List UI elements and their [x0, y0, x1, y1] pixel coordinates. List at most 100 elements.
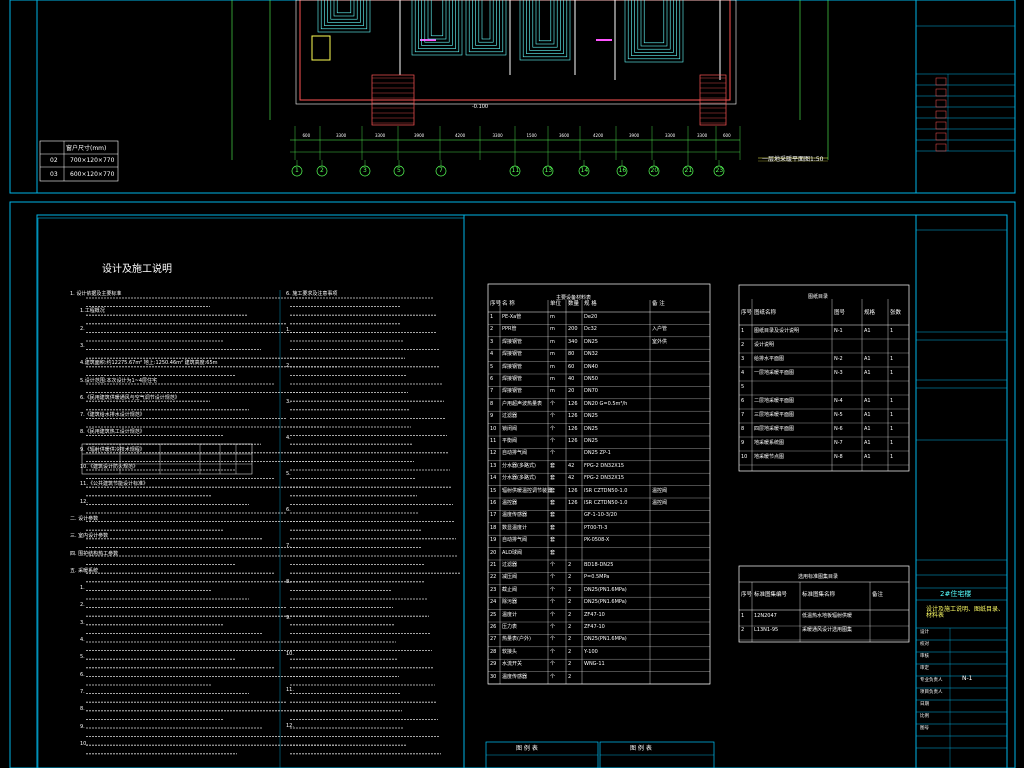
drawing-list-header-cell: 图纸名称	[754, 310, 777, 316]
materials-cell: 27	[490, 636, 497, 643]
materials-cell: Y-100	[584, 648, 598, 655]
drawing-list-cell: 1	[741, 328, 745, 334]
materials-cell: 个	[550, 562, 556, 568]
title-block-field: 项目负责人	[920, 690, 943, 695]
axis-label: 5	[397, 167, 401, 174]
materials-cell: 200	[568, 326, 578, 333]
materials-cell: 42	[568, 462, 575, 469]
coil-loop	[519, 0, 571, 61]
note-line: 1.	[80, 585, 85, 592]
note-line: 四. 围护结构热工参数	[70, 550, 119, 557]
standard-header-cell: 序号	[741, 592, 753, 598]
materials-cell: GF-1-10-3/20	[584, 512, 617, 519]
materials-cell: 温控阀	[652, 500, 668, 506]
materials-cell: 126	[568, 400, 578, 407]
coil-loop	[637, 0, 671, 50]
materials-cell: 辐射供暖温控调节装置	[502, 487, 553, 494]
window-row-no: 02	[50, 157, 58, 164]
materials-cell: 13	[490, 462, 497, 469]
materials-cell: 1	[490, 314, 494, 320]
note-line: 6.	[286, 507, 291, 513]
coil-loop	[634, 0, 674, 53]
title-block-stamp	[935, 132, 947, 141]
drawing-list-cell: A1	[864, 398, 871, 404]
coil-loop	[529, 0, 561, 51]
materials-cell: 22	[490, 574, 497, 581]
materials-cell: 个	[550, 624, 556, 630]
materials-cell: 2	[568, 673, 572, 680]
coil-loop	[320, 0, 368, 30]
note-line: 10.	[286, 651, 294, 657]
dimension-label: 3900	[629, 133, 640, 138]
drawing-list-cell: 一层地采暖平面图	[754, 370, 795, 376]
note-line: 8.《民用建筑热工设计规范》	[80, 429, 145, 436]
materials-header-cell: 单位	[550, 301, 562, 307]
note-line: 6. 施工要求及注意事项	[286, 291, 338, 297]
coil-loop	[624, 0, 684, 63]
coil-loop	[472, 0, 500, 49]
title-block-field: 校对	[920, 642, 929, 647]
standard-cell: 12N2047	[754, 613, 777, 619]
materials-cell: WNG-11	[584, 661, 605, 668]
materials-cell: 7	[490, 388, 494, 395]
note-line: 8.	[286, 579, 291, 585]
bottom-inner-frame	[36, 214, 1008, 768]
materials-cell: 个	[550, 636, 556, 643]
coil-loop	[421, 0, 453, 46]
materials-cell: DN25(PN1.6MPa)	[584, 586, 627, 593]
notes-text-lines	[37, 217, 465, 768]
note-line: 4.建筑面积:约12275.67m² 地上:1250.46m² 建筑高度:65m	[80, 360, 218, 367]
title-block-field: 审定	[920, 666, 929, 671]
axis-bubble	[682, 165, 694, 177]
materials-cell: DN50	[584, 376, 598, 382]
materials-cell: 14	[490, 475, 497, 482]
materials-cell: 焊接钢管	[502, 376, 523, 382]
note-line: 2.	[286, 363, 291, 369]
materials-cell: PT00-TI-3	[584, 524, 608, 531]
materials-cell: 套	[550, 487, 556, 494]
dimension-label: 3300	[375, 133, 386, 138]
materials-cell: 2	[568, 636, 572, 643]
drawing-list-header-cell: 图号	[834, 310, 846, 316]
materials-cell: 套	[550, 462, 556, 469]
standard-table-border	[738, 565, 910, 643]
axis-bubble	[316, 165, 328, 177]
coil-loop	[414, 0, 460, 53]
drawing-list-cell: 1	[890, 440, 894, 446]
dimension-label: 3300	[336, 133, 347, 138]
coil-loop	[333, 0, 355, 17]
title-block-field: 专业负责人	[920, 678, 943, 683]
drawing-list-cell: 1	[890, 454, 894, 460]
materials-cell: 自动排气阀	[502, 537, 528, 544]
materials-cell: 26	[490, 624, 497, 630]
materials-cell: 自动排气阀	[502, 450, 528, 457]
materials-cell: 126	[568, 425, 578, 432]
coil-loop	[324, 0, 364, 26]
materials-cell: DN25	[584, 425, 598, 432]
materials-cell: 温控阀	[652, 487, 668, 494]
materials-cell: 5	[490, 363, 494, 370]
drawing-list-cell: 1	[890, 328, 894, 334]
note-line: 2.	[80, 602, 85, 609]
note-line: 二. 设计参数	[70, 515, 99, 522]
materials-cell: 个	[550, 425, 556, 432]
dimension-label: 3900	[414, 133, 425, 138]
note-line: 12.	[286, 723, 294, 729]
materials-cell: 3	[490, 338, 494, 345]
title-block-stamp	[935, 88, 947, 97]
coil-loop	[532, 0, 558, 48]
drawing-list-cell: N-4	[834, 398, 843, 404]
drawing-list-cell: N-2	[834, 356, 843, 362]
drawing-list-cell: A1	[864, 356, 871, 362]
coil-loop	[330, 0, 358, 20]
dimension-label: 3300	[697, 133, 708, 138]
bottom-sheet-frame	[9, 201, 1016, 768]
materials-cell: 17	[490, 512, 497, 519]
materials-cell: DN25	[584, 338, 598, 345]
plan-outline-outer	[295, 0, 737, 105]
materials-cell: 入户管	[652, 326, 668, 333]
note-line: 11.《公共建筑节能设计标准》	[80, 481, 148, 488]
window-table-border	[39, 140, 119, 182]
materials-cell: 20	[568, 388, 575, 395]
drawing-list-cell: 设计说明	[754, 342, 775, 348]
